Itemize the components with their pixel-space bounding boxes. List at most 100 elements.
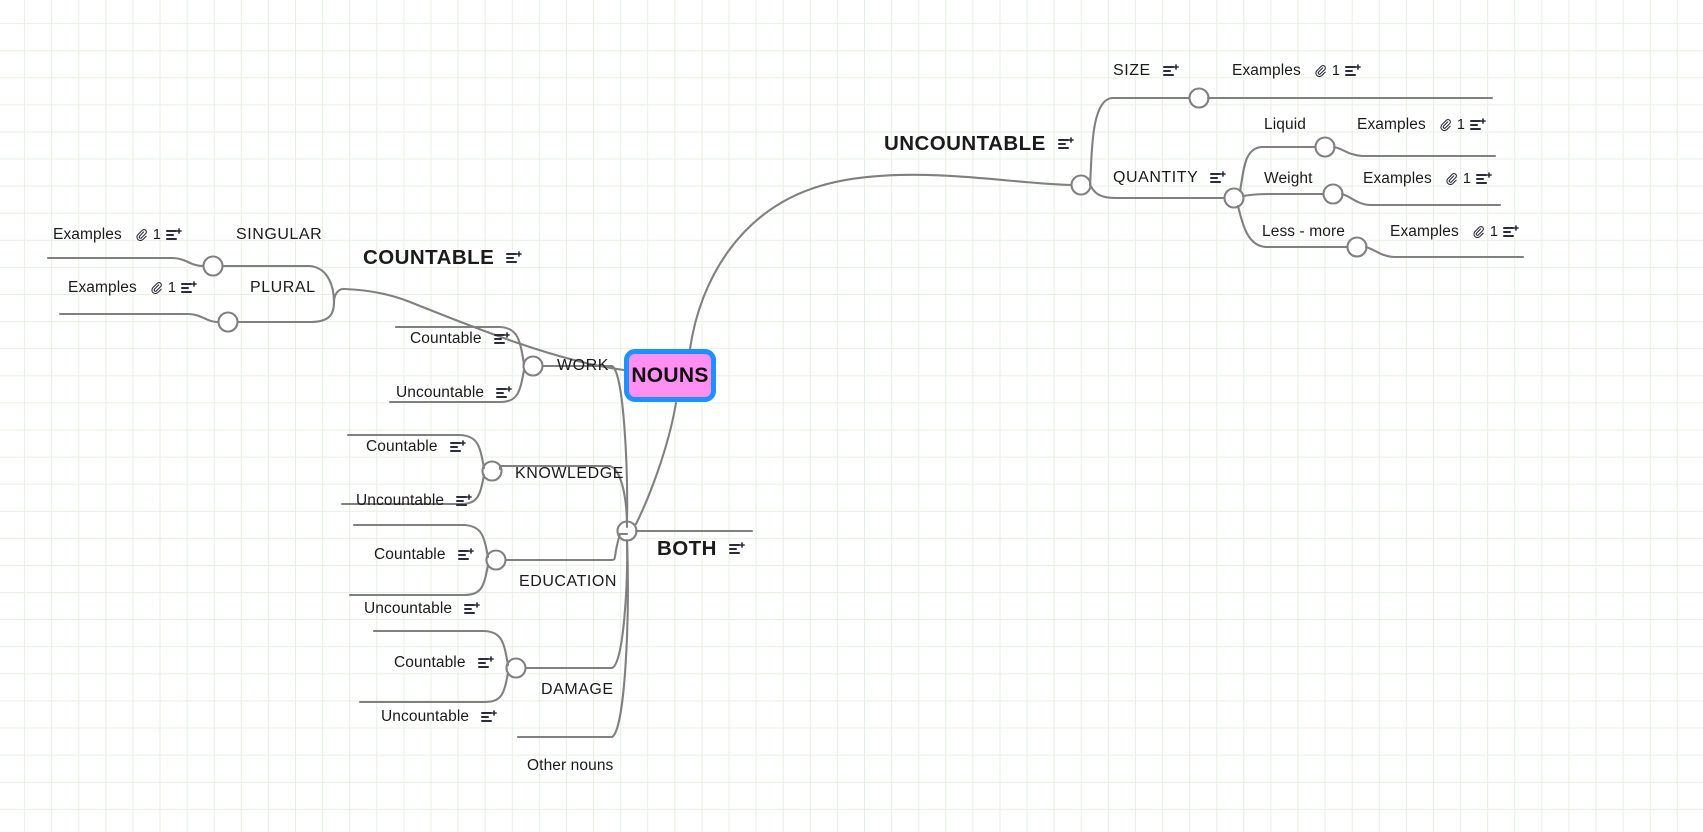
hub-both	[616, 520, 638, 542]
note-add-icon[interactable]	[477, 655, 495, 671]
note-add-icon[interactable]	[1476, 171, 1493, 187]
node-knowledge-uncountable[interactable]: Uncountable	[356, 492, 473, 510]
paperclip-icon[interactable]: 1	[134, 227, 161, 243]
hub-damage	[505, 657, 527, 679]
node-both[interactable]: BOTH	[657, 537, 746, 561]
node-singular[interactable]: SINGULAR	[236, 226, 322, 244]
node-liquid[interactable]: Liquid	[1264, 116, 1306, 134]
hub-size	[1188, 87, 1210, 109]
node-work-countable[interactable]: Countable	[410, 330, 511, 348]
node-work-label: WORK	[557, 357, 609, 374]
node-other-nouns-label: Other nouns	[527, 757, 614, 774]
hub-weight	[1322, 183, 1344, 205]
hub-liquid	[1314, 136, 1336, 158]
note-add-icon[interactable]	[456, 493, 473, 509]
node-less-more-label: Less - more	[1262, 223, 1345, 240]
node-liquid-label: Liquid	[1264, 116, 1306, 133]
node-weight-label: Weight	[1264, 170, 1313, 187]
hub-education	[485, 549, 507, 571]
paperclip-icon[interactable]: 1	[1444, 171, 1471, 187]
node-other-nouns[interactable]: Other nouns	[527, 757, 613, 775]
note-add-icon[interactable]	[1345, 63, 1362, 79]
node-education-uncountable[interactable]: Uncountable	[364, 600, 481, 618]
paperclip-icon[interactable]: 1	[149, 280, 176, 296]
node-work-uncountable[interactable]: Uncountable	[396, 384, 513, 402]
note-add-icon[interactable]	[728, 541, 746, 557]
hub-knowledge	[481, 460, 503, 482]
node-education-uncountable-label: Uncountable	[364, 600, 453, 617]
node-less-more[interactable]: Less - more	[1262, 223, 1345, 241]
node-education[interactable]: EDUCATION	[519, 573, 617, 591]
note-add-icon[interactable]	[166, 227, 183, 243]
hub-singular	[202, 255, 224, 277]
node-damage-label: DAMAGE	[541, 681, 614, 698]
node-knowledge-label: KNOWLEDGE	[515, 465, 624, 482]
note-add-icon[interactable]	[457, 547, 475, 563]
attachment-count: 1	[1456, 117, 1466, 133]
attachment-count: 1	[1489, 224, 1499, 240]
node-work-uncountable-label: Uncountable	[396, 384, 485, 401]
note-add-icon[interactable]	[506, 250, 523, 266]
node-knowledge-countable[interactable]: Countable	[366, 438, 467, 456]
note-add-icon[interactable]	[181, 280, 198, 296]
node-damage-countable[interactable]: Countable	[394, 654, 495, 672]
note-add-icon[interactable]	[1470, 117, 1487, 133]
node-uncountable[interactable]: UNCOUNTABLE	[884, 132, 1075, 156]
note-add-icon[interactable]	[493, 331, 511, 347]
node-singular-examples-label: Examples	[53, 226, 122, 243]
node-weight[interactable]: Weight	[1264, 170, 1313, 188]
hub-work	[522, 355, 544, 377]
node-singular-label: SINGULAR	[236, 226, 323, 243]
paperclip-icon[interactable]: 1	[1471, 224, 1498, 240]
note-add-icon[interactable]	[481, 709, 498, 725]
node-work-countable-label: Countable	[410, 330, 482, 347]
root-node-label: NOUNS	[631, 363, 709, 387]
note-add-icon[interactable]	[1057, 136, 1075, 152]
root-node-nouns[interactable]: NOUNS	[624, 349, 716, 402]
hub-less-more	[1346, 236, 1368, 258]
hub-plural	[217, 311, 239, 333]
node-size-examples-label: Examples	[1232, 62, 1301, 79]
node-plural[interactable]: PLURAL	[250, 279, 316, 297]
node-liquid-examples[interactable]: Examples 1	[1357, 116, 1487, 134]
attachment-count: 1	[152, 227, 162, 243]
node-quantity[interactable]: QUANTITY	[1113, 169, 1227, 187]
node-education-label: EDUCATION	[519, 573, 617, 590]
node-countable[interactable]: COUNTABLE	[363, 246, 523, 270]
node-both-label: BOTH	[657, 537, 717, 560]
paperclip-icon[interactable]: 1	[1313, 63, 1340, 79]
node-damage-uncountable[interactable]: Uncountable	[381, 708, 498, 726]
node-uncountable-label: UNCOUNTABLE	[884, 132, 1046, 155]
note-add-icon[interactable]	[1210, 170, 1227, 186]
node-plural-examples[interactable]: Examples 1	[68, 279, 198, 297]
node-size-examples[interactable]: Examples 1	[1232, 62, 1362, 80]
node-knowledge[interactable]: KNOWLEDGE	[515, 465, 624, 483]
node-damage-uncountable-label: Uncountable	[381, 708, 470, 725]
node-damage-countable-label: Countable	[394, 654, 466, 671]
node-size[interactable]: SIZE	[1113, 62, 1180, 80]
node-plural-label: PLURAL	[250, 279, 316, 296]
node-weight-examples-label: Examples	[1363, 170, 1432, 187]
note-add-icon[interactable]	[1503, 224, 1520, 240]
node-education-countable-label: Countable	[374, 546, 446, 563]
node-plural-examples-label: Examples	[68, 279, 137, 296]
note-add-icon[interactable]	[1162, 63, 1180, 79]
node-less-more-examples-label: Examples	[1390, 223, 1459, 240]
node-work[interactable]: WORK	[557, 357, 609, 375]
node-singular-examples[interactable]: Examples 1	[53, 226, 183, 244]
note-add-icon[interactable]	[496, 385, 513, 401]
node-less-more-examples[interactable]: Examples 1	[1390, 223, 1520, 241]
attachment-count: 1	[1331, 63, 1341, 79]
node-quantity-label: QUANTITY	[1113, 169, 1199, 186]
hub-quantity	[1223, 187, 1245, 209]
node-education-countable[interactable]: Countable	[374, 546, 475, 564]
note-add-icon[interactable]	[464, 601, 481, 617]
paperclip-icon[interactable]: 1	[1438, 117, 1465, 133]
node-knowledge-countable-label: Countable	[366, 438, 438, 455]
node-size-label: SIZE	[1113, 62, 1151, 79]
node-weight-examples[interactable]: Examples 1	[1363, 170, 1493, 188]
note-add-icon[interactable]	[449, 439, 467, 455]
node-damage[interactable]: DAMAGE	[541, 681, 614, 699]
node-liquid-examples-label: Examples	[1357, 116, 1426, 133]
